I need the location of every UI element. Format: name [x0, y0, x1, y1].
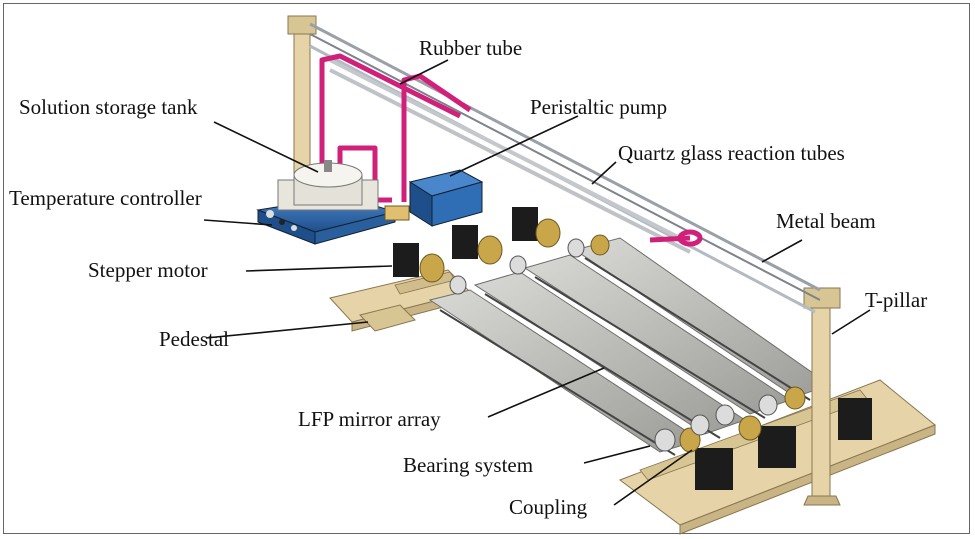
- stepper-motors-back: [393, 207, 538, 277]
- label-bearing-system: Bearing system: [403, 453, 534, 477]
- couplings-front: [654, 386, 806, 453]
- label-quartz-glass-reaction-tubes: Quartz glass reaction tubes: [618, 141, 845, 165]
- metal-beams: [309, 22, 821, 314]
- label-lfp-mirror-array: LFP mirror array: [298, 407, 441, 431]
- leader-lines: [203, 59, 871, 506]
- t-pillar-right: [803, 287, 841, 506]
- label-t-pillar: T-pillar: [865, 288, 928, 312]
- stepper-motors-front: [695, 398, 872, 490]
- label-stepper-motor: Stepper motor: [88, 258, 208, 282]
- label-coupling: Coupling: [509, 495, 588, 519]
- label-solution-storage-tank: Solution storage tank: [19, 95, 198, 119]
- couplings-back: [419, 218, 610, 295]
- label-temperature-controller: Temperature controller: [9, 186, 202, 210]
- label-metal-beam: Metal beam: [776, 209, 876, 233]
- label-rubber-tube: Rubber tube: [419, 36, 523, 60]
- peristaltic-pump-device: [384, 169, 484, 227]
- solution-storage-tank-device: [277, 160, 379, 211]
- lfp-mirror-array: [428, 237, 832, 456]
- label-peristaltic-pump: Peristaltic pump: [530, 95, 668, 119]
- label-pedestal: Pedestal: [159, 327, 229, 351]
